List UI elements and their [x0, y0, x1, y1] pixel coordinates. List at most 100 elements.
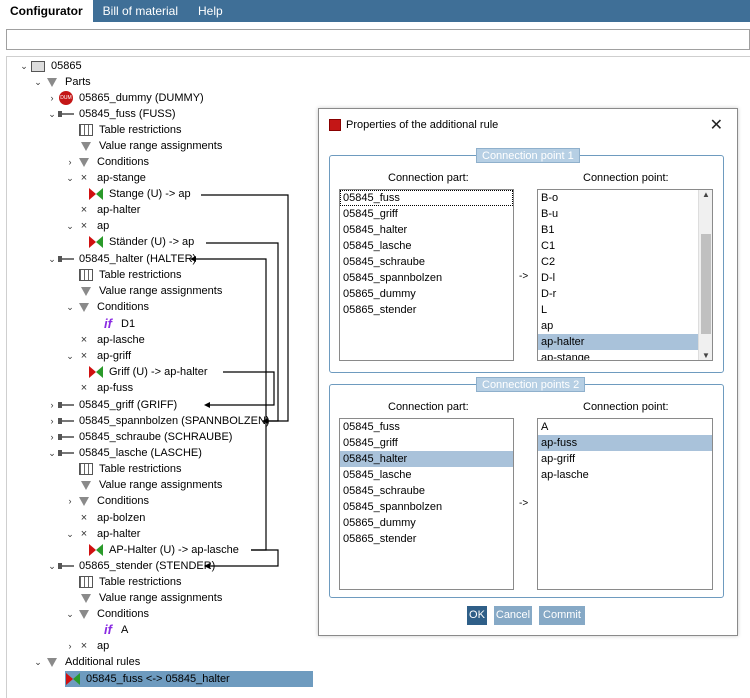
- tree-ap-fuss[interactable]: ×ap-fuss: [76, 380, 135, 396]
- expand-toggle[interactable]: ⌄: [66, 529, 74, 539]
- tree-rule-ap-halter[interactable]: AP-Halter (U) -> ap-lasche: [88, 542, 241, 558]
- tree-conditions[interactable]: ⌄Conditions: [64, 606, 151, 622]
- list-item[interactable]: 05845_lasche: [343, 469, 412, 481]
- expand-toggle[interactable]: ⌄: [34, 657, 42, 667]
- list-item[interactable]: B-u: [541, 208, 559, 220]
- tree-parts[interactable]: ⌄Parts: [32, 74, 93, 90]
- tree-ap[interactable]: ⌄×ap: [64, 218, 111, 234]
- tree-part-lasche[interactable]: ⌄05845_lasche (LASCHE): [46, 445, 204, 461]
- expand-toggle[interactable]: ⌄: [66, 609, 74, 619]
- scroll-down-icon[interactable]: ▼: [702, 351, 710, 360]
- tab-bill-of-material[interactable]: Bill of material: [102, 4, 179, 18]
- tree-part-schraube[interactable]: ›05845_schraube (SCHRAUBE): [46, 429, 234, 445]
- close-icon[interactable]: ✕: [709, 117, 723, 134]
- list-item[interactable]: 05845_halter: [340, 451, 513, 467]
- tree-table-restrictions[interactable]: Table restrictions: [66, 461, 184, 477]
- tree-rule-staender[interactable]: Ständer (U) -> ap: [88, 234, 196, 250]
- tab-configurator[interactable]: Configurator: [0, 0, 93, 22]
- collapse-toggle[interactable]: ›: [50, 416, 54, 426]
- tree-part-fuss[interactable]: ⌄05845_fuss (FUSS): [46, 106, 178, 122]
- list-item[interactable]: L: [541, 304, 548, 316]
- list-item[interactable]: ap: [541, 320, 554, 332]
- expand-toggle[interactable]: ⌄: [20, 61, 28, 71]
- tree-conditions[interactable]: ›Conditions: [64, 493, 151, 509]
- list-item[interactable]: ap-stange: [541, 352, 590, 361]
- list-item[interactable]: B-o: [541, 192, 559, 204]
- tree-root[interactable]: ⌄05865: [18, 58, 84, 74]
- list-item[interactable]: ap-lasche: [541, 469, 589, 481]
- tree-ap-bolzen[interactable]: ×ap-bolzen: [76, 510, 147, 526]
- list-item[interactable]: ap-griff: [541, 453, 576, 465]
- expand-toggle[interactable]: ⌄: [48, 254, 56, 264]
- collapse-toggle[interactable]: ›: [50, 400, 54, 410]
- expand-toggle[interactable]: ⌄: [66, 302, 74, 312]
- list-item[interactable]: 05865_dummy: [343, 288, 416, 300]
- expand-toggle[interactable]: ⌄: [48, 561, 56, 571]
- tree-part-spannbolzen[interactable]: ›05845_spannbolzen (SPANNBOLZEN): [46, 413, 272, 429]
- list-item[interactable]: ap-halter: [538, 334, 698, 350]
- expand-toggle[interactable]: ⌄: [34, 77, 42, 87]
- collapse-toggle[interactable]: ›: [68, 641, 72, 651]
- expand-toggle[interactable]: ⌄: [66, 221, 74, 231]
- list-item[interactable]: 05845_griff: [343, 437, 398, 449]
- list-item[interactable]: 05865_stender: [343, 533, 417, 545]
- scroll-up-icon[interactable]: ▲: [702, 190, 710, 199]
- expand-toggle[interactable]: ⌄: [66, 173, 74, 183]
- ok-button[interactable]: OK: [467, 606, 487, 625]
- list-item[interactable]: C2: [541, 256, 556, 268]
- tree-part-halter[interactable]: ⌄05845_halter (HALTER): [46, 251, 198, 267]
- commit-button[interactable]: Commit: [539, 606, 585, 625]
- tree-additional-rule-selected[interactable]: 05845_fuss <-> 05845_halter: [65, 671, 313, 687]
- list-item[interactable]: C1: [541, 240, 556, 252]
- tree-rule-griff[interactable]: Griff (U) -> ap-halter: [88, 364, 210, 380]
- list-item[interactable]: 05845_fuss: [343, 421, 400, 433]
- tree-conditions[interactable]: ›Conditions: [64, 154, 151, 170]
- expand-toggle[interactable]: ⌄: [66, 351, 74, 361]
- tree-ap-griff[interactable]: ⌄×ap-griff: [64, 348, 133, 364]
- tree-value-range[interactable]: Value range assignments: [66, 477, 224, 493]
- tree-ap-lasche[interactable]: ×ap-lasche: [76, 332, 147, 348]
- tree-value-range[interactable]: Value range assignments: [66, 138, 224, 154]
- tree-ap-halter[interactable]: ×ap-halter: [76, 202, 142, 218]
- list-item[interactable]: ap-fuss: [538, 435, 712, 451]
- collapse-toggle[interactable]: ›: [68, 496, 72, 506]
- list-item[interactable]: 05845_fuss: [340, 190, 513, 206]
- tree-part-stender[interactable]: ⌄05865_stender (STENDER): [46, 558, 217, 574]
- scrollbar[interactable]: ▲▼: [698, 190, 712, 360]
- tree-ap[interactable]: ›×ap: [64, 638, 111, 654]
- expand-toggle[interactable]: ⌄: [48, 448, 56, 458]
- tree-part-griff[interactable]: ›05845_griff (GRIFF): [46, 397, 179, 413]
- list-item[interactable]: 05845_halter: [343, 224, 408, 236]
- tree-value-range[interactable]: Value range assignments: [66, 283, 224, 299]
- list-item[interactable]: 05845_schraube: [343, 256, 425, 268]
- tree-value-range[interactable]: Value range assignments: [66, 590, 224, 606]
- list-item[interactable]: A: [541, 421, 549, 433]
- collapse-toggle[interactable]: ›: [50, 93, 54, 103]
- scroll-thumb[interactable]: [701, 234, 711, 334]
- tree-ap-halter[interactable]: ⌄×ap-halter: [64, 526, 142, 542]
- collapse-toggle[interactable]: ›: [50, 432, 54, 442]
- list-item[interactable]: 05845_spannbolzen: [343, 501, 443, 513]
- tree-rule-stange[interactable]: Stange (U) -> ap: [88, 186, 193, 202]
- expand-toggle[interactable]: ⌄: [48, 109, 56, 119]
- tree-additional-rules[interactable]: ⌄Additional rules: [32, 654, 142, 670]
- list-item[interactable]: 05865_stender: [343, 304, 417, 316]
- tree-ap-stange[interactable]: ⌄×ap-stange: [64, 170, 148, 186]
- list-item[interactable]: 05845_griff: [343, 208, 398, 220]
- cancel-button[interactable]: Cancel: [494, 606, 532, 625]
- tree-conditions[interactable]: ⌄Conditions: [64, 299, 151, 315]
- list-item[interactable]: B1: [541, 224, 555, 236]
- list-item[interactable]: D-r: [541, 288, 557, 300]
- list-item[interactable]: D-l: [541, 272, 556, 284]
- list-item[interactable]: 05845_spannbolzen: [343, 272, 443, 284]
- tree-table-restrictions[interactable]: Table restrictions: [66, 267, 184, 283]
- collapse-toggle[interactable]: ›: [68, 157, 72, 167]
- tree-table-restrictions[interactable]: Table restrictions: [66, 574, 184, 590]
- list-item[interactable]: 05845_schraube: [343, 485, 425, 497]
